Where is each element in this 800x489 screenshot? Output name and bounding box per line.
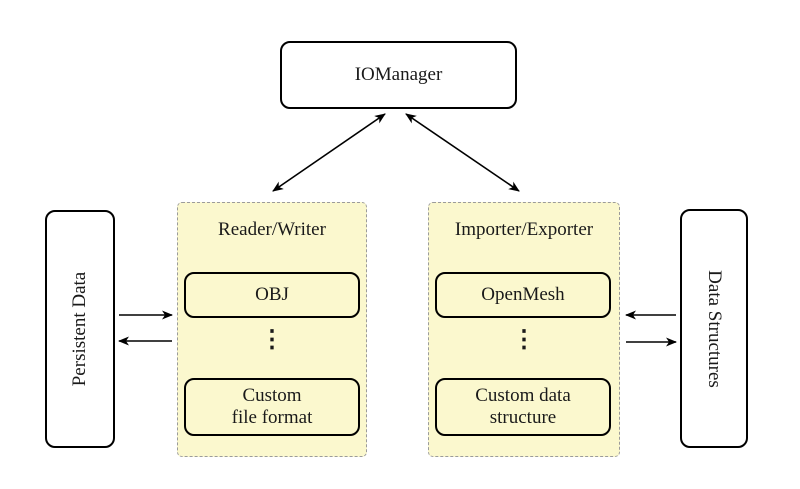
reader-writer-group: Reader/Writer OBJ ⋮ Custom file format (177, 202, 367, 457)
reader-writer-title: Reader/Writer (218, 219, 326, 240)
iomanager-label: IOManager (354, 64, 443, 85)
persistent-data-box: Persistent Data (45, 210, 115, 448)
custom-data-structure-line2: structure (489, 407, 557, 428)
custom-file-format-box: Custom file format (184, 378, 360, 436)
iomanager-box: IOManager (280, 41, 517, 109)
importer-exporter-title: Importer/Exporter (454, 219, 594, 240)
custom-file-format-line2: file format (231, 407, 313, 428)
data-structures-label: Data Structures (704, 269, 725, 388)
reader-writer-ellipsis: ⋮ (260, 327, 284, 353)
importer-exporter-ellipsis: ⋮ (512, 327, 536, 353)
openmesh-label: OpenMesh (481, 284, 565, 306)
data-structures-box: Data Structures (680, 209, 748, 448)
custom-data-structure-box: Custom data structure (435, 378, 611, 436)
obj-box: OBJ (184, 272, 360, 318)
obj-label: OBJ (255, 284, 289, 306)
custom-file-format-line1: Custom (242, 385, 302, 407)
importer-exporter-group: Importer/Exporter OpenMesh ⋮ Custom data… (428, 202, 620, 457)
persistent-data-label: Persistent Data (69, 271, 90, 387)
openmesh-box: OpenMesh (435, 272, 611, 318)
custom-data-structure-line1: Custom data (475, 385, 571, 407)
arrow-iomanager-importerexporter (405, 113, 520, 192)
arrow-iomanager-readerwriter (272, 113, 386, 192)
